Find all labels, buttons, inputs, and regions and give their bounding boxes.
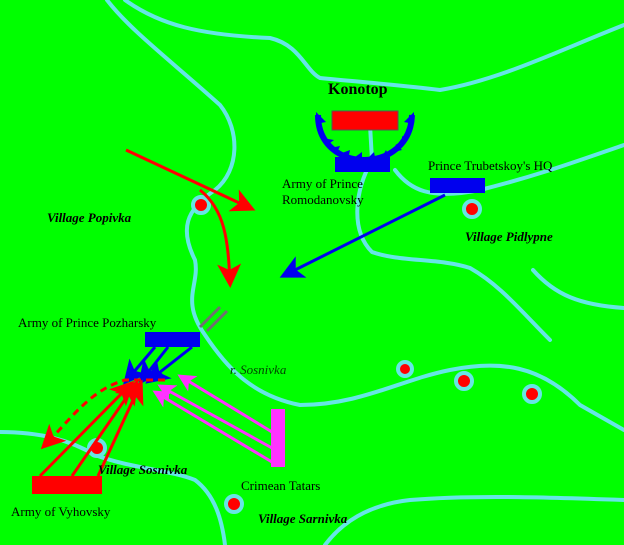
river-sosnivka-label: r. Sosnivka xyxy=(230,362,287,377)
romodanovsky-label-line1: Army of Prince xyxy=(282,176,363,191)
river-northeast xyxy=(531,268,624,310)
tatar-arrow xyxy=(152,390,273,464)
russian-arrow xyxy=(123,346,157,385)
village-sosnivka-label: Village Sosnivka xyxy=(98,462,188,477)
romodanovsky-label-line2: Romodanovsky xyxy=(282,192,364,207)
tatar-army xyxy=(271,409,285,467)
russian-arrow xyxy=(145,345,193,384)
villages xyxy=(87,195,542,514)
village-marker xyxy=(396,360,414,378)
tatar-arrow xyxy=(177,374,273,434)
trubetskoy-hq xyxy=(430,178,485,193)
river-east xyxy=(393,143,624,196)
river-konotop xyxy=(355,123,552,342)
pozharsky-army xyxy=(145,332,200,347)
river-sosnivka xyxy=(105,0,624,432)
village-marker xyxy=(522,384,542,404)
town-label-konotop: Konotop xyxy=(328,81,388,98)
village-pidlypne-label: Village Pidlypne xyxy=(465,229,553,244)
cossack-retreat-arrow xyxy=(40,378,165,450)
village-marker xyxy=(454,371,474,391)
konotop-fortress xyxy=(315,110,415,163)
village-sarnivka-marker xyxy=(224,494,244,514)
bridge-icon xyxy=(198,305,229,333)
tatars-label: Crimean Tatars xyxy=(241,478,321,493)
village-popivka-label: Village Popivka xyxy=(47,210,132,225)
konotop-garrison xyxy=(331,110,399,131)
cossack-arrow xyxy=(199,188,242,288)
trubetskoy-label: Prince Trubetskoy's HQ xyxy=(428,158,553,173)
village-pidlypne-marker xyxy=(462,199,482,219)
village-sarnivka-label: Village Sarnivka xyxy=(258,511,348,526)
river-north xyxy=(123,0,624,93)
russian-arrow xyxy=(279,193,446,278)
tatar-arrow xyxy=(157,384,273,450)
romodanovsky-army xyxy=(335,157,390,172)
vyhovsky-army xyxy=(32,476,102,494)
village-popivka-marker xyxy=(191,195,211,215)
pozharsky-label: Army of Prince Pozharsky xyxy=(18,315,157,330)
river-south xyxy=(323,494,624,545)
vyhovsky-label: Army of Vyhovsky xyxy=(11,504,111,519)
cossack-arrow xyxy=(96,379,144,477)
cossack-arrow xyxy=(125,148,256,212)
movement-arrows xyxy=(38,148,446,478)
